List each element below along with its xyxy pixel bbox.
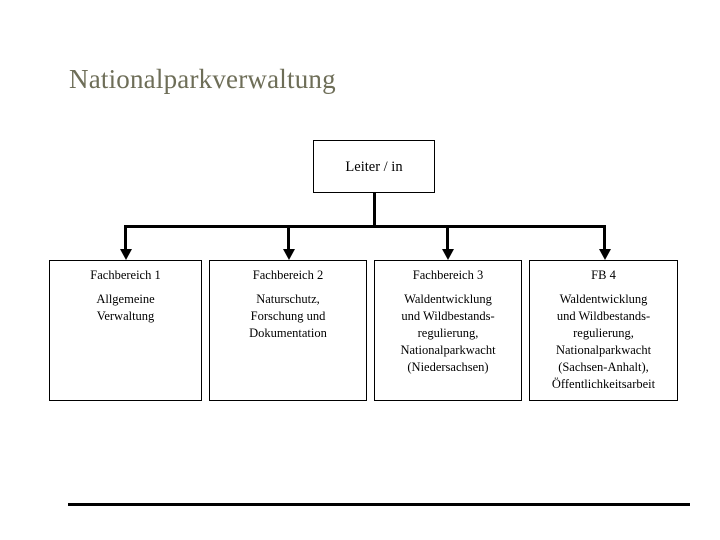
- org-node-fachbereich-1[interactable]: Fachbereich 1 Allgemeine Verwaltung: [49, 260, 202, 401]
- org-node-fachbereich-2[interactable]: Fachbereich 2 Naturschutz, Forschung und…: [209, 260, 367, 401]
- arrowhead-down-icon-3: [441, 249, 454, 260]
- org-node-fachbereich-3[interactable]: Fachbereich 3 Waldentwicklung und Wildbe…: [374, 260, 522, 401]
- connector-drop-4: [603, 227, 606, 251]
- arrowhead-down-icon-4: [598, 249, 611, 260]
- connector-horizontal-bus: [124, 225, 606, 228]
- page-title: Nationalparkverwaltung: [69, 64, 336, 94]
- connector-stem-vertical: [373, 193, 376, 228]
- org-node-fachbereich-2-body: Naturschutz, Forschung und Dokumentation: [249, 292, 327, 340]
- footer-divider: [68, 503, 690, 506]
- connector-drop-2: [287, 227, 290, 251]
- org-node-fachbereich-1-header: Fachbereich 1: [90, 268, 161, 282]
- org-node-fachbereich-3-body: Waldentwicklung und Wildbestands- reguli…: [400, 292, 496, 374]
- arrowhead-down-icon-2: [282, 249, 295, 260]
- org-node-fb-4-body: Waldentwicklung und Wildbestands- reguli…: [551, 292, 656, 391]
- org-node-leader-label: Leiter / in: [345, 158, 403, 175]
- connector-drop-3: [446, 227, 449, 251]
- org-node-leader[interactable]: Leiter / in: [313, 140, 435, 193]
- arrowhead-down-icon-1: [119, 249, 132, 260]
- connector-drop-1: [124, 227, 127, 251]
- org-node-fachbereich-1-body: Allgemeine Verwaltung: [96, 292, 155, 323]
- org-node-fachbereich-3-header: Fachbereich 3: [412, 268, 484, 282]
- org-node-fb-4[interactable]: FB 4 Waldentwicklung und Wildbestands- r…: [529, 260, 678, 401]
- org-node-fb-4-header: FB 4: [591, 268, 616, 282]
- org-node-fachbereich-2-header: Fachbereich 2: [252, 268, 324, 282]
